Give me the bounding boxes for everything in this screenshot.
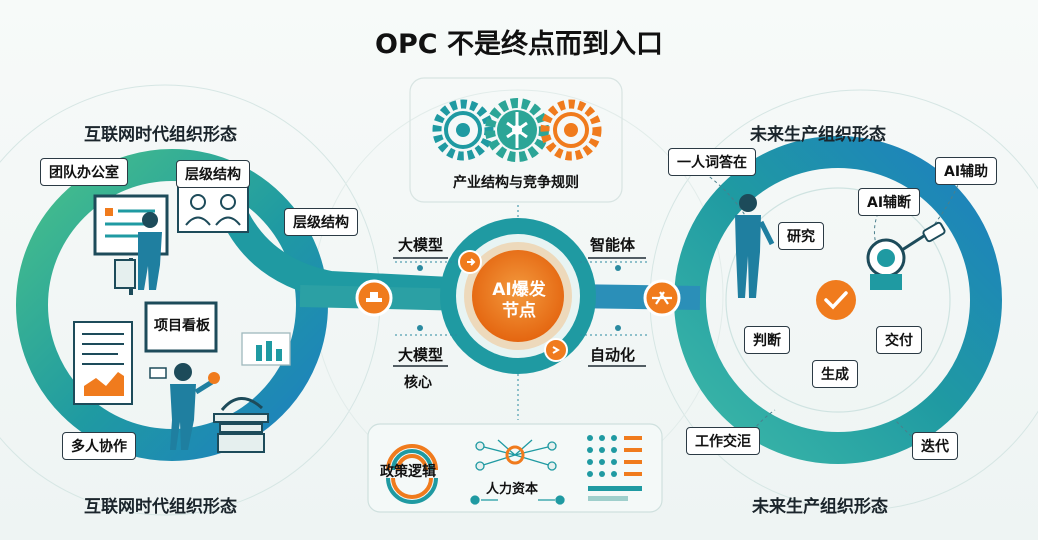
left-badge-glyph	[366, 298, 382, 302]
tag-judge: 判断	[744, 326, 790, 354]
dot-matrix-icon	[587, 435, 642, 501]
tag-kanban: 项目看板	[154, 318, 210, 334]
tag-deliver: 交付	[876, 326, 922, 354]
flow-label-top-left: 大模型	[398, 236, 444, 254]
hub-marker-arrow-1	[467, 258, 476, 266]
panel-human-capital-label: 人力资本	[486, 482, 539, 497]
left-title-bottom: 互联网时代组织形态	[84, 497, 237, 517]
business-person-illustration	[735, 194, 775, 298]
right-badge-glyph	[652, 291, 672, 305]
center-leaders	[395, 205, 650, 420]
gear-card	[409, 77, 623, 203]
hub-core	[472, 250, 564, 342]
gear-caption: 产业结构与竞争规则	[453, 175, 579, 191]
panel-policy-label: 政策逻辑	[380, 464, 436, 480]
tag-one-person: 一人词答在	[668, 148, 756, 176]
ai-device-icon	[866, 221, 946, 290]
gear-green-icon	[485, 98, 549, 162]
page-title: OPC 不是终点而到入口	[375, 29, 663, 60]
left-badge-glyph-top	[370, 292, 378, 298]
check-mark	[824, 291, 848, 310]
gear-teal-icon	[432, 99, 494, 161]
kanban-board-icon	[144, 301, 218, 353]
right-title-top: 未来生产组织形态	[750, 125, 886, 145]
hub-label: AI爆发 节点	[492, 280, 546, 321]
flow-label-bottom-right: 自动化	[590, 346, 636, 364]
left-title-top: 互联网时代组织形态	[84, 125, 237, 145]
tag-iterate: 迭代	[912, 432, 958, 460]
desk-illustration	[213, 397, 269, 453]
tag-ai-judge: AI辅断	[858, 188, 921, 216]
hub-marker-icon-2	[544, 338, 568, 362]
tag-research: 研究	[778, 222, 824, 250]
leader-dots	[417, 265, 621, 331]
tag-ai-assist: AI辅助	[935, 157, 998, 185]
whiteboard-presenter-illustration	[93, 194, 169, 295]
flow-label-top-right: 智能体	[590, 236, 636, 254]
right-inner-circle	[725, 187, 951, 413]
check-circle-icon	[816, 280, 856, 320]
tag-team-office: 团队办公室	[40, 158, 128, 186]
tag-hierarchy-2: 层级结构	[284, 208, 358, 236]
right-title-bottom: 未来生产组织形态	[752, 497, 888, 517]
tag-generate: 生成	[812, 360, 858, 388]
team-portraits-illustration	[177, 185, 249, 233]
network-icon	[470, 439, 565, 505]
tag-collaboration: 多人协作	[62, 432, 136, 460]
collaborator-illustration	[149, 363, 220, 450]
document-chart-illustration	[73, 321, 133, 405]
flow-label-bottom-left-1: 大模型	[398, 346, 444, 364]
tag-work-delivery: 工作交洰	[686, 427, 760, 455]
flow-label-bottom-left-2: 核心	[404, 375, 432, 391]
gear-orange-icon	[540, 99, 602, 161]
tag-hierarchy-1: 层级结构	[176, 160, 250, 188]
bar-chart-icon	[241, 332, 291, 366]
flow-underlines	[393, 257, 646, 367]
hub-marker-arrow-2	[552, 346, 560, 354]
policy-rings-icon	[386, 444, 438, 504]
